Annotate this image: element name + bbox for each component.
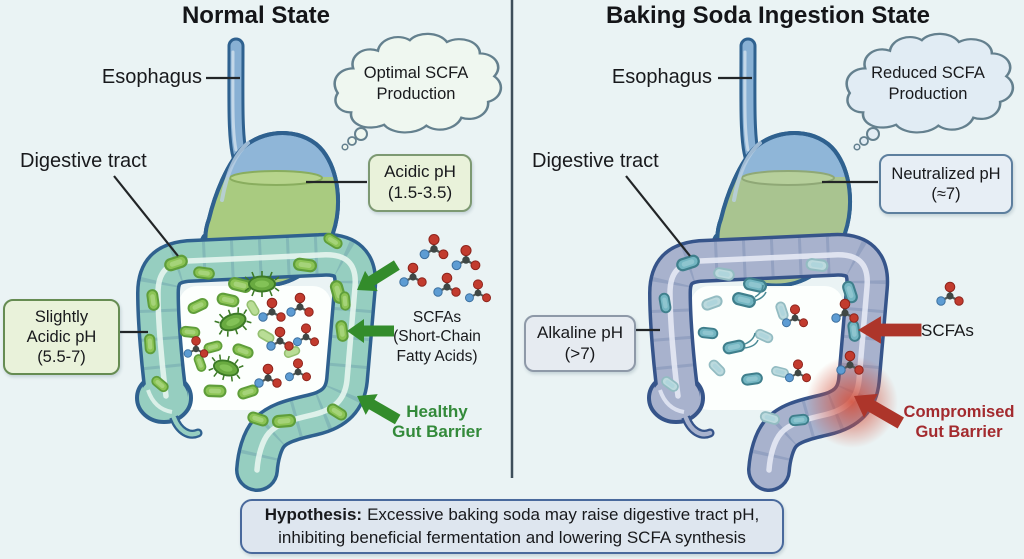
ph-line: Alkaline pH bbox=[537, 322, 623, 342]
ph-line: (5.5-7) bbox=[37, 348, 86, 367]
thought-bubble-left: Optimal SCFA Production bbox=[352, 63, 480, 106]
ph-line: Neutralized pH bbox=[891, 164, 1001, 183]
slightly-acidic-ph-box: Slightly Acidic pH (5.5-7) bbox=[3, 299, 120, 375]
scfa-line: SCFAs bbox=[412, 309, 462, 326]
reduced-bacteria-icons bbox=[658, 254, 861, 426]
normal-gut-illustration bbox=[137, 32, 503, 470]
esophagus-label-left: Esophagus bbox=[101, 66, 202, 88]
ph-line: Acidic pH bbox=[26, 327, 97, 346]
thought-bubble-shape-left bbox=[333, 32, 503, 151]
scfa-label-left: SCFAs (Short-Chain Fatty Acids) bbox=[383, 308, 491, 366]
bubble-line: Production bbox=[376, 85, 456, 104]
hypothesis-text: Hypothesis:Excessive baking soda may rai… bbox=[256, 504, 768, 548]
scfa-line: (Short-Chain bbox=[393, 328, 481, 346]
ph-line: Acidic pH bbox=[384, 162, 456, 182]
left-panel-title: Normal State bbox=[181, 2, 331, 29]
scfa-label-right: SCFAs bbox=[921, 321, 974, 340]
ph-line: (≈7) bbox=[931, 185, 961, 203]
hypothesis-label: Hypothesis: bbox=[264, 505, 363, 525]
barrier-line: Gut Barrier bbox=[915, 422, 1003, 441]
hypothesis-box: Hypothesis:Excessive baking soda may rai… bbox=[240, 499, 784, 554]
bubble-line: Optimal SCFA bbox=[363, 64, 469, 82]
ph-line: Slightly bbox=[34, 307, 89, 326]
bubble-line: Reduced SCFA bbox=[871, 64, 985, 82]
annotation-lines bbox=[113, 76, 878, 334]
neutralized-ph-box: Neutralized pH (≈7) bbox=[879, 154, 1013, 214]
hypothesis-body: Excessive baking soda may raise digestiv… bbox=[278, 505, 760, 547]
barrier-line: Healthy bbox=[406, 402, 468, 421]
digestive-tract-label-left: Digestive tract bbox=[20, 150, 147, 172]
digestive-tract-label-right: Digestive tract bbox=[532, 150, 659, 172]
inflamed-gut-area bbox=[806, 356, 898, 448]
ph-line: (1.5-3.5) bbox=[387, 183, 453, 202]
barrier-line: Compromised bbox=[903, 403, 1015, 421]
healthy-gut-barrier-label: Healthy Gut Barrier bbox=[383, 402, 491, 443]
bubble-line: Production bbox=[888, 85, 968, 104]
barrier-line: Gut Barrier bbox=[392, 422, 482, 442]
thought-bubble-shape-right bbox=[845, 32, 1015, 151]
alkaline-ph-box: Alkaline pH (>7) bbox=[524, 315, 636, 372]
esophagus-label-right: Esophagus bbox=[611, 66, 712, 88]
baking-soda-gut-illustration bbox=[649, 32, 1015, 470]
ph-line: (>7) bbox=[564, 343, 596, 363]
flagella-icon bbox=[743, 284, 767, 349]
acidic-ph-box: Acidic pH (1.5-3.5) bbox=[368, 154, 472, 212]
thought-bubble-right: Reduced SCFA Production bbox=[864, 63, 992, 106]
scfa-line: Fatty Acids) bbox=[396, 347, 478, 365]
compromised-gut-barrier-label: Compromised Gut Barrier bbox=[896, 403, 1022, 443]
right-panel-title: Baking Soda Ingestion State bbox=[605, 2, 931, 29]
